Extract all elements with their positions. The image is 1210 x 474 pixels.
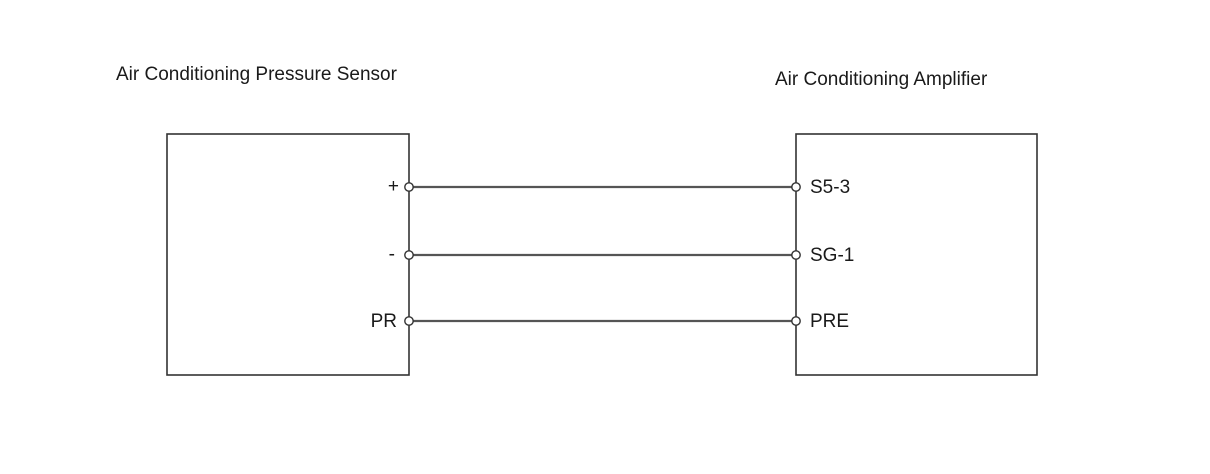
pin-label-sg-1: SG-1 [810, 245, 855, 266]
pin-label-s5-3: S5-3 [810, 177, 851, 198]
pin-label-plus: + [387, 176, 399, 197]
terminal-sensor-plus [404, 182, 414, 192]
terminal-sensor-pr [404, 316, 414, 326]
pin-label-pre: PRE [810, 311, 850, 332]
pin-label-minus: - [388, 244, 395, 265]
terminal-amp-sg-1 [791, 250, 801, 260]
amplifier-title: Air Conditioning Amplifier [775, 69, 988, 90]
pin-label-pr: PR [370, 311, 397, 332]
terminal-amp-pre [791, 316, 801, 326]
terminal-sensor-minus [404, 250, 414, 260]
terminal-amp-s5-3 [791, 182, 801, 192]
pressure-sensor-title: Air Conditioning Pressure Sensor [116, 64, 397, 85]
